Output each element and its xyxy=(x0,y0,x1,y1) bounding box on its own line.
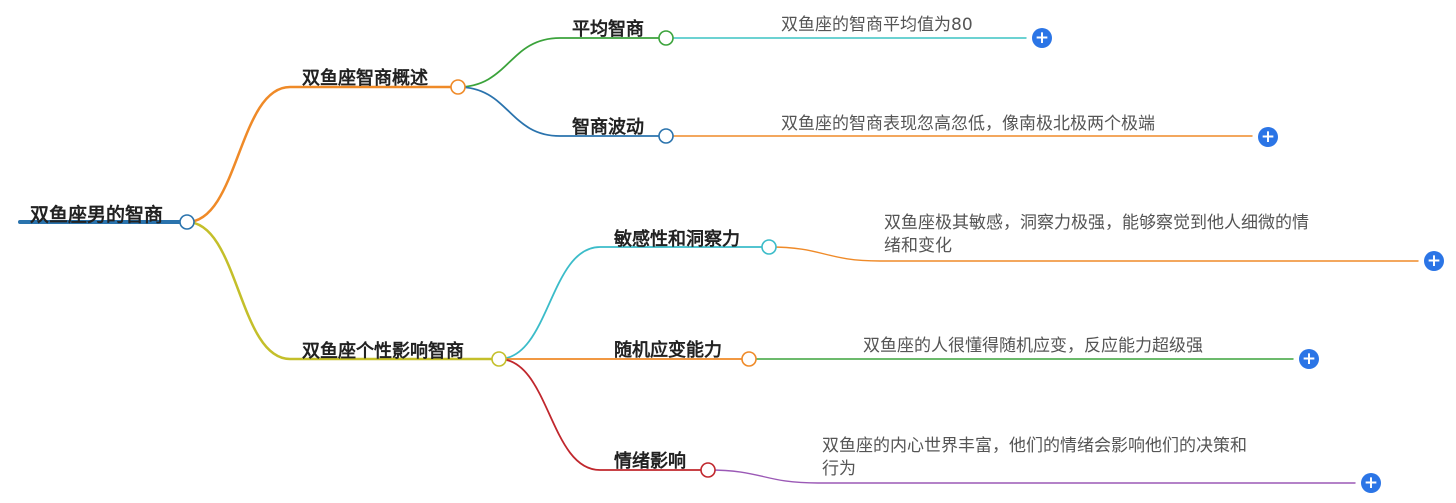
expand-average-iq-button[interactable]: + xyxy=(1032,28,1052,48)
root-topic[interactable]: 双鱼座男的智商 xyxy=(30,204,164,226)
leaf-line-emotional xyxy=(707,469,1356,484)
leaf-sensitivity-text: 双鱼座极其敏感，洞察力极强，能够察觉到他人细微的情 绪和变化 xyxy=(884,213,1309,256)
root-node-circle[interactable] xyxy=(179,214,195,230)
topic-emotional-impact[interactable]: 情绪影响 xyxy=(614,451,686,472)
expand-iq-fluctuation-button[interactable]: + xyxy=(1258,127,1278,147)
leaf-line-sensitivity xyxy=(768,246,1419,262)
expand-emotional-button[interactable]: + xyxy=(1361,473,1381,493)
leaf-adaptability-text: 双鱼座的人很懂得随机应变，反应能力超级强 xyxy=(863,336,1203,356)
branch-personality-impact[interactable]: 双鱼座个性影响智商 xyxy=(302,341,464,362)
leaf-iq-fluctuation-text: 双鱼座的智商表现忽高忽低，像南极北极两个极端 xyxy=(781,114,1155,134)
branch-iq-overview[interactable]: 双鱼座智商概述 xyxy=(302,68,428,89)
overview-node-circle[interactable] xyxy=(450,79,466,95)
leaf-average-iq-text: 双鱼座的智商平均值为80 xyxy=(781,15,973,35)
average-node-circle[interactable] xyxy=(658,30,674,46)
adaptability-node-circle[interactable] xyxy=(741,351,757,367)
personality-node-circle[interactable] xyxy=(491,351,507,367)
expand-adaptability-button[interactable]: + xyxy=(1299,349,1319,369)
sensitivity-node-circle[interactable] xyxy=(761,239,777,255)
leaf-emotional-text: 双鱼座的内心世界丰富，他们的情绪会影响他们的决策和 行为 xyxy=(822,436,1247,479)
link-personality-sensitivity xyxy=(498,246,770,360)
fluctuation-node-circle[interactable] xyxy=(658,128,674,144)
expand-sensitivity-button[interactable]: + xyxy=(1424,251,1444,271)
topic-adaptability[interactable]: 随机应变能力 xyxy=(614,340,722,361)
topic-average-iq[interactable]: 平均智商 xyxy=(572,19,644,40)
link-root-overview xyxy=(185,85,460,224)
link-overview-average xyxy=(457,37,667,88)
link-personality-emotional xyxy=(498,358,709,471)
topic-iq-fluctuation[interactable]: 智商波动 xyxy=(572,117,644,138)
topic-sensitivity-insight[interactable]: 敏感性和洞察力 xyxy=(614,229,740,250)
emotional-node-circle[interactable] xyxy=(700,462,716,478)
link-overview-fluctuation xyxy=(457,86,667,137)
link-root-personality xyxy=(185,220,501,361)
